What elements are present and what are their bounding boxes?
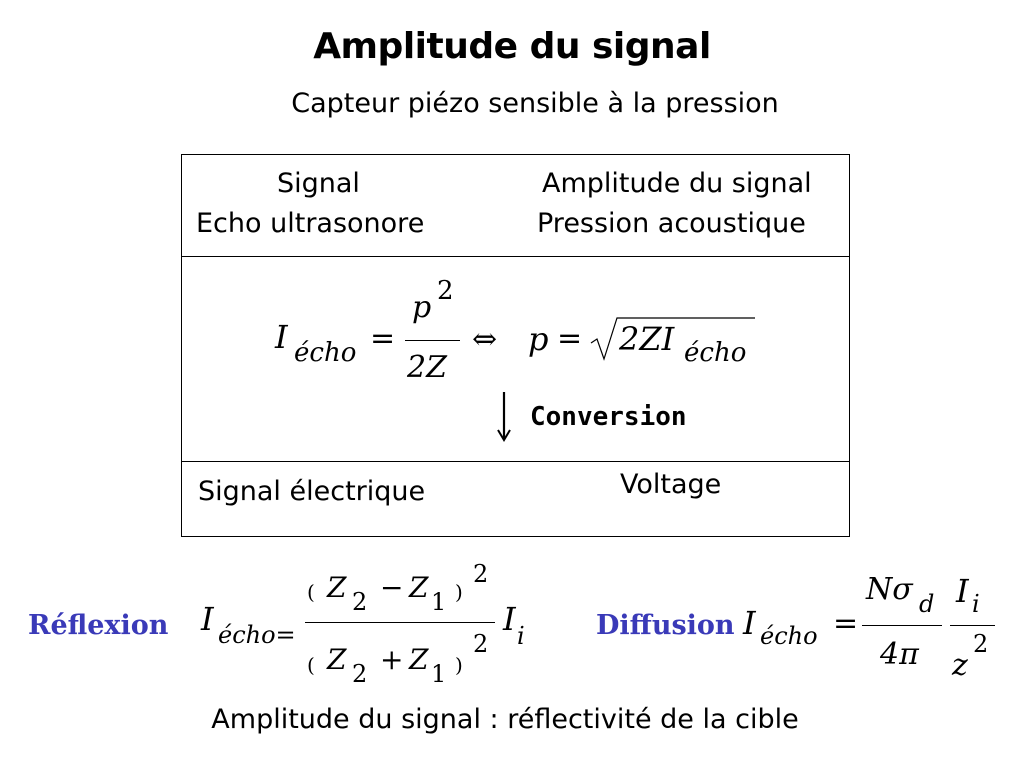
formula-denominator: 2Z	[407, 350, 447, 385]
formula-fraction-bar	[405, 340, 460, 341]
reflexion-den-plus: +	[380, 643, 404, 676]
diffusion-fraction-bar-2	[950, 625, 995, 626]
diffusion-equals: =	[833, 606, 859, 641]
pression-acoustique-text: Pression acoustique	[537, 208, 806, 239]
formula-numerator: p	[412, 290, 432, 325]
formula-equals: =	[370, 321, 396, 356]
reflexion-num-Z1: Z	[409, 571, 429, 604]
reflexion-num-Z1-sub: 1	[431, 588, 447, 616]
reflexion-den-Z2-sub: 2	[352, 660, 368, 688]
reflexion-Ii: I	[503, 600, 516, 638]
table-divider-1	[182, 256, 849, 257]
signal-table	[181, 154, 850, 537]
formula-p: p	[528, 320, 549, 358]
reflexion-num-Z2: Z	[327, 571, 347, 604]
conversion-label: Conversion	[530, 402, 687, 432]
reflexion-num-exponent: 2	[473, 560, 489, 588]
diffusion-fraction-bar-1	[862, 625, 942, 626]
diffusion-I-subscript: écho	[760, 622, 818, 650]
reflexion-den-close: )	[455, 653, 463, 677]
reflexion-num-Z2-sub: 2	[352, 588, 368, 616]
reflexion-num-close: )	[455, 580, 463, 604]
diffusion-Ii: I	[956, 572, 969, 610]
formula-I: I	[275, 318, 288, 356]
diffusion-z-exponent: 2	[973, 630, 989, 658]
footer-text: Amplitude du signal : réflectivité de la…	[211, 704, 799, 735]
signal-electrique-text: Signal électrique	[198, 476, 426, 507]
reflexion-num-open: (	[307, 580, 315, 604]
reflexion-I-subscript: écho=	[218, 621, 296, 649]
formula-numerator-exponent: 2	[437, 276, 454, 306]
slide-title: Amplitude du signal	[313, 26, 711, 67]
diffusion-Ii-subscript: i	[972, 590, 980, 618]
formula-sqrt-content: 2ZI	[619, 320, 675, 358]
slide-subtitle: Capteur piézo sensible à la pression	[291, 88, 779, 119]
formula-equals-2: =	[557, 321, 583, 356]
table-divider-2	[182, 461, 849, 462]
formula-equivalence: ⇔	[472, 322, 498, 357]
echo-ultrasonore-text: Echo ultrasonore	[196, 208, 425, 239]
voltage-text: Voltage	[620, 469, 722, 500]
reflexion-Ii-subscript: i	[517, 622, 525, 650]
down-arrow-icon	[497, 392, 511, 442]
reflexion-label: Réflexion	[28, 610, 169, 641]
reflexion-den-Z2: Z	[327, 643, 347, 676]
reflexion-den-exponent: 2	[473, 630, 489, 658]
reflexion-den-Z1-sub: 1	[431, 660, 447, 688]
diffusion-label: Diffusion	[596, 610, 735, 641]
reflexion-I: I	[201, 600, 214, 638]
diffusion-numerator-subscript: d	[919, 590, 935, 618]
diffusion-I: I	[743, 604, 756, 642]
diffusion-denominator: 4π	[880, 637, 919, 672]
formula-sqrt-sign	[590, 317, 755, 361]
reflexion-fraction-bar	[305, 622, 495, 623]
amplitude-heading: Amplitude du signal	[542, 168, 812, 199]
signal-heading: Signal	[277, 168, 360, 199]
reflexion-den-Z1: Z	[409, 643, 429, 676]
reflexion-num-minus: −	[380, 571, 404, 604]
diffusion-numerator: Nσ	[866, 572, 913, 607]
formula-I-subscript: écho	[294, 338, 357, 368]
formula-sqrt-subscript: écho	[684, 338, 747, 368]
diffusion-z: z	[952, 648, 968, 683]
reflexion-den-open: (	[307, 653, 315, 677]
